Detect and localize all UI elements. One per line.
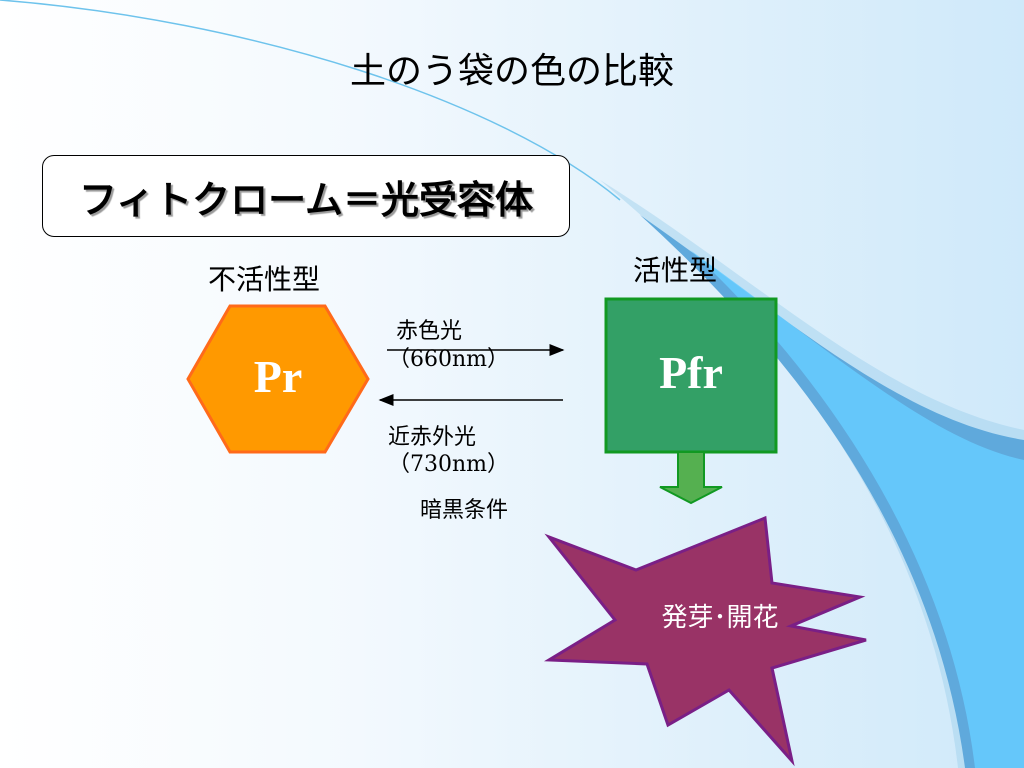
pr-hexagon	[186, 304, 370, 454]
active-type-label: 活性型	[633, 254, 718, 287]
pfr-label: Pfr	[659, 347, 723, 398]
slide-title: 土のう袋の色の比較	[349, 51, 674, 92]
pr-label: Pr	[253, 351, 303, 402]
reverse-light-wavelength: （730nm）	[388, 452, 510, 477]
definition-box: フィトクローム＝光受容体	[42, 155, 570, 237]
inactive-type-label: 不活性型	[208, 263, 321, 296]
down-block-arrow	[659, 451, 723, 505]
dark-condition-label: 暗黒条件	[420, 498, 509, 523]
result-starburst	[543, 515, 867, 767]
forward-light-wavelength: （660nm）	[388, 347, 510, 372]
reverse-light-name: 近赤外光	[388, 425, 477, 450]
result-label: 発芽･開花	[661, 603, 779, 633]
forward-light-name: 赤色光	[396, 319, 463, 344]
definition-text: フィトクローム＝光受容体	[78, 177, 534, 222]
